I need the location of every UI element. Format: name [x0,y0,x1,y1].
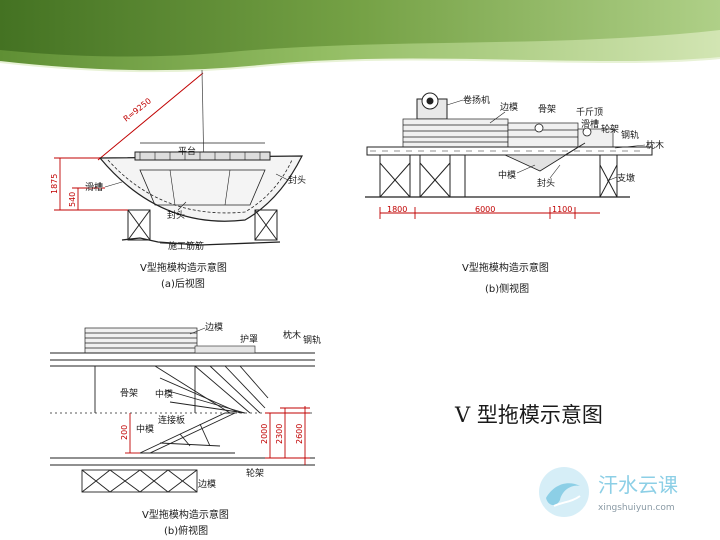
pier-label: 支墩 [617,172,635,184]
support-piers [379,155,618,198]
top-view-diagram: 200 2000 2300 2600 边模 护罩 枕木 钢轨 骨架 中模 连接板… [50,322,321,537]
side-view-caption-sub: (b)侧视图 [485,282,529,295]
dimension-2300: 2300 [275,424,284,444]
radius-line [97,72,204,161]
guard [194,345,256,354]
logo-url: xingshuiyun.com [598,503,675,513]
rear-view-caption-main: V型拖模构造示意图 [140,261,227,274]
winch-label: 卷扬机 [463,94,490,106]
winch [416,92,448,120]
rear-view-diagram: R=9250 平台 1875 540 滑槽 封头 封头 施工筋筋 V型拖模构造示… [50,70,306,290]
sleeper-label-top: 枕木 [283,329,301,341]
end-cap-bottom-label: 封头 [167,209,185,221]
middle-form [504,142,586,172]
rail-label: 钢轨 [621,129,639,141]
support-trestles [127,209,278,241]
side-form-top-label: 边模 [205,322,223,333]
formwork-stack [402,118,614,148]
wheel-frame-label: 轮架 [601,123,619,135]
middle-form-left-label: 中模 [136,423,154,435]
side-view-diagram: 1800 6000 1100 卷扬机 边模 骨架 千斤顶 滑槽 轮架 钢轨 枕木… [365,92,664,295]
dimension-1100: 1100 [552,205,572,214]
form-shell [98,155,303,222]
side-form-bottom-label: 边模 [198,479,216,490]
radius-label: R=9250 [122,96,153,123]
middle-form-label-top: 中模 [155,388,173,400]
dimension-2600: 2600 [295,424,304,444]
dimension-200: 200 [120,425,129,440]
construction-rebar-label: 施工筋筋 [168,240,204,252]
connecting-plate-label: 连接板 [158,414,185,426]
slide-groove-label: 滑槽 [85,181,103,193]
frame-label: 骨架 [538,104,556,115]
logo-name: 汗水云课 [598,473,678,497]
wheel-frame-label-top: 轮架 [246,467,264,479]
platform [134,151,271,161]
rail-label-top: 钢轨 [303,334,321,346]
dimension-6000: 6000 [475,205,495,214]
jack-label: 千斤顶 [576,107,603,118]
platform-label: 平台 [178,145,196,157]
side-form-label: 边模 [500,102,518,113]
bottom-truss [81,469,198,493]
side-form-top [84,327,198,354]
header-banner [0,0,720,90]
connecting-truss [139,412,236,454]
side-view-caption-main: V型拖模构造示意图 [462,261,549,274]
guard-label: 护罩 [240,333,258,345]
frame-body [94,365,269,414]
middle-form-label: 中模 [498,169,516,181]
end-cap-label: 封头 [537,177,555,189]
top-view-caption-sub: (b)俯视图 [164,524,208,537]
wave-logo-icon [539,467,589,517]
dimension-2000: 2000 [260,424,269,444]
dimension-1875: 1875 [50,174,59,194]
chute-label: 滑槽 [581,118,599,130]
rail-track [366,146,653,156]
frame-label-top: 骨架 [120,388,138,399]
rear-view-caption-sub: (a)后视图 [161,277,205,290]
dimension-1800: 1800 [387,205,407,214]
top-view-caption-main: V型拖模构造示意图 [142,508,229,521]
dimension-540: 540 [68,192,77,207]
slide-title: V 型拖模示意图 [455,403,603,427]
end-cap-right-label: 封头 [288,174,306,186]
watermark-logo: 汗水云课 xingshuiyun.com [539,467,678,517]
sleeper-label: 枕木 [646,139,664,151]
